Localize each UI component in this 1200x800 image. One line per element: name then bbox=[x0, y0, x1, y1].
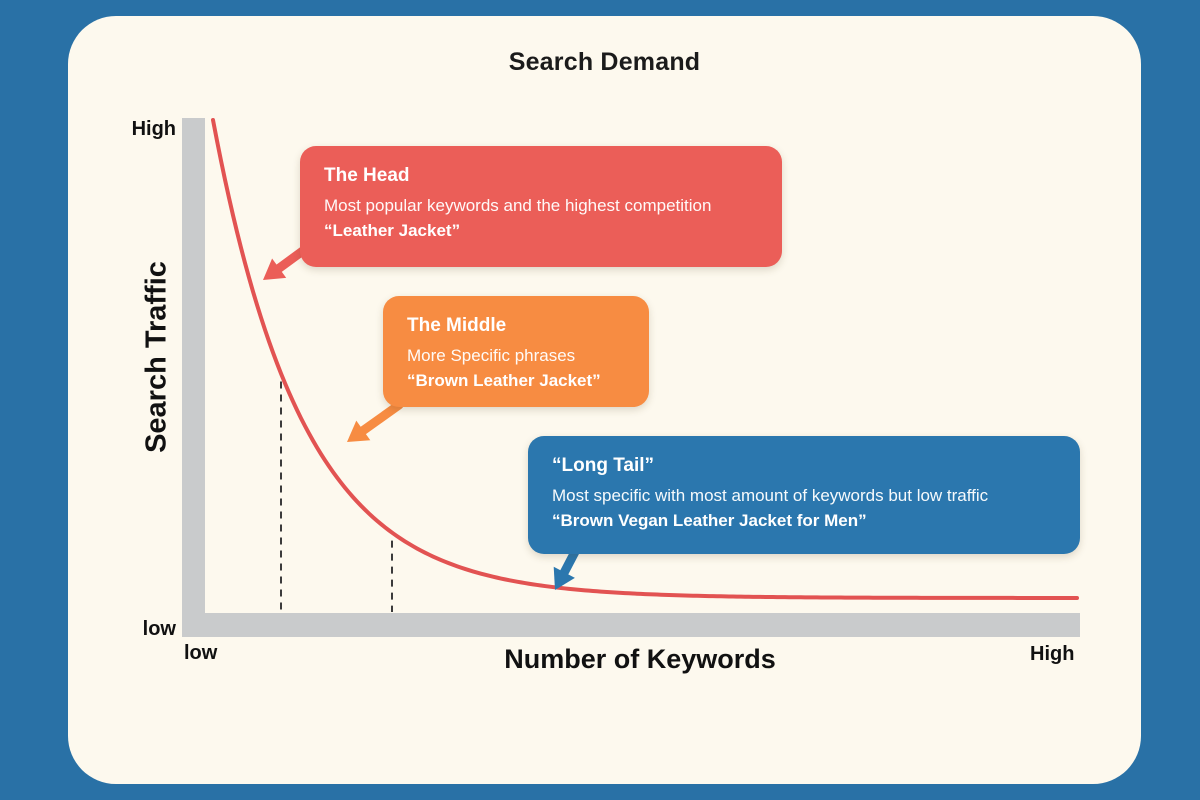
callout-example-keyword: “Leather Jacket” bbox=[324, 221, 461, 240]
x-axis bbox=[182, 613, 1080, 637]
callout-description: More Specific phrases bbox=[407, 346, 576, 365]
middle-arrowhead-icon bbox=[347, 420, 371, 442]
callout-title: “Long Tail” bbox=[552, 455, 655, 476]
longtail-arrowhead-icon bbox=[553, 566, 575, 590]
y-axis-high-label: High bbox=[131, 118, 176, 140]
callout-the-middle: The Middle More Specific phrases “Brown … bbox=[383, 296, 649, 407]
chart-card: Search Demand High low Search Traffic lo… bbox=[68, 16, 1141, 784]
callout-example-keyword: “Brown Leather Jacket” bbox=[407, 371, 601, 390]
callout-description: Most popular keywords and the highest co… bbox=[324, 196, 712, 215]
callout-title: The Middle bbox=[407, 315, 507, 336]
callout-title: The Head bbox=[324, 165, 410, 186]
y-axis bbox=[182, 118, 205, 637]
middle-arrow-shaft bbox=[358, 400, 404, 435]
chart-title: Search Demand bbox=[508, 48, 701, 76]
callout-example-keyword: “Brown Vegan Leather Jacket for Men” bbox=[552, 511, 867, 530]
head-arrow-shaft bbox=[274, 245, 309, 273]
x-axis-low-label: low bbox=[184, 642, 218, 664]
callout-long-tail: “Long Tail” Most specific with most amou… bbox=[528, 436, 1080, 554]
callout-description: Most specific with most amount of keywor… bbox=[552, 486, 989, 505]
callout-the-head: The Head Most popular keywords and the h… bbox=[300, 146, 782, 267]
x-axis-title: Number of Keywords bbox=[504, 644, 776, 674]
x-axis-high-label: High bbox=[1030, 643, 1075, 665]
demand-curve bbox=[211, 118, 1079, 600]
y-axis-title: Search Traffic bbox=[140, 261, 173, 453]
chart-overlay bbox=[211, 118, 1079, 612]
y-axis-low-label: low bbox=[142, 618, 176, 640]
head-arrowhead-icon bbox=[263, 258, 287, 280]
